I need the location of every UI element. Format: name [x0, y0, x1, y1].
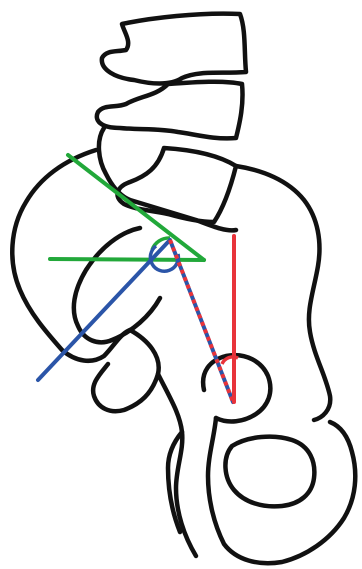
- iliac-inner-curve: [74, 228, 160, 342]
- pubis-outline: [208, 418, 355, 563]
- femoral-head: [203, 355, 270, 421]
- lumbar-vertebra-top: [102, 14, 246, 84]
- green-sacral-slope-line: [68, 155, 204, 260]
- green-horizontal-reference-line: [50, 259, 204, 260]
- pelvis-right-contour: [236, 166, 330, 420]
- bone-outline-group: [12, 14, 355, 564]
- obturator-foramen: [225, 437, 314, 507]
- lumbar-vertebra-lower: [117, 148, 236, 222]
- lumbar-vertebra-middle: [97, 82, 243, 139]
